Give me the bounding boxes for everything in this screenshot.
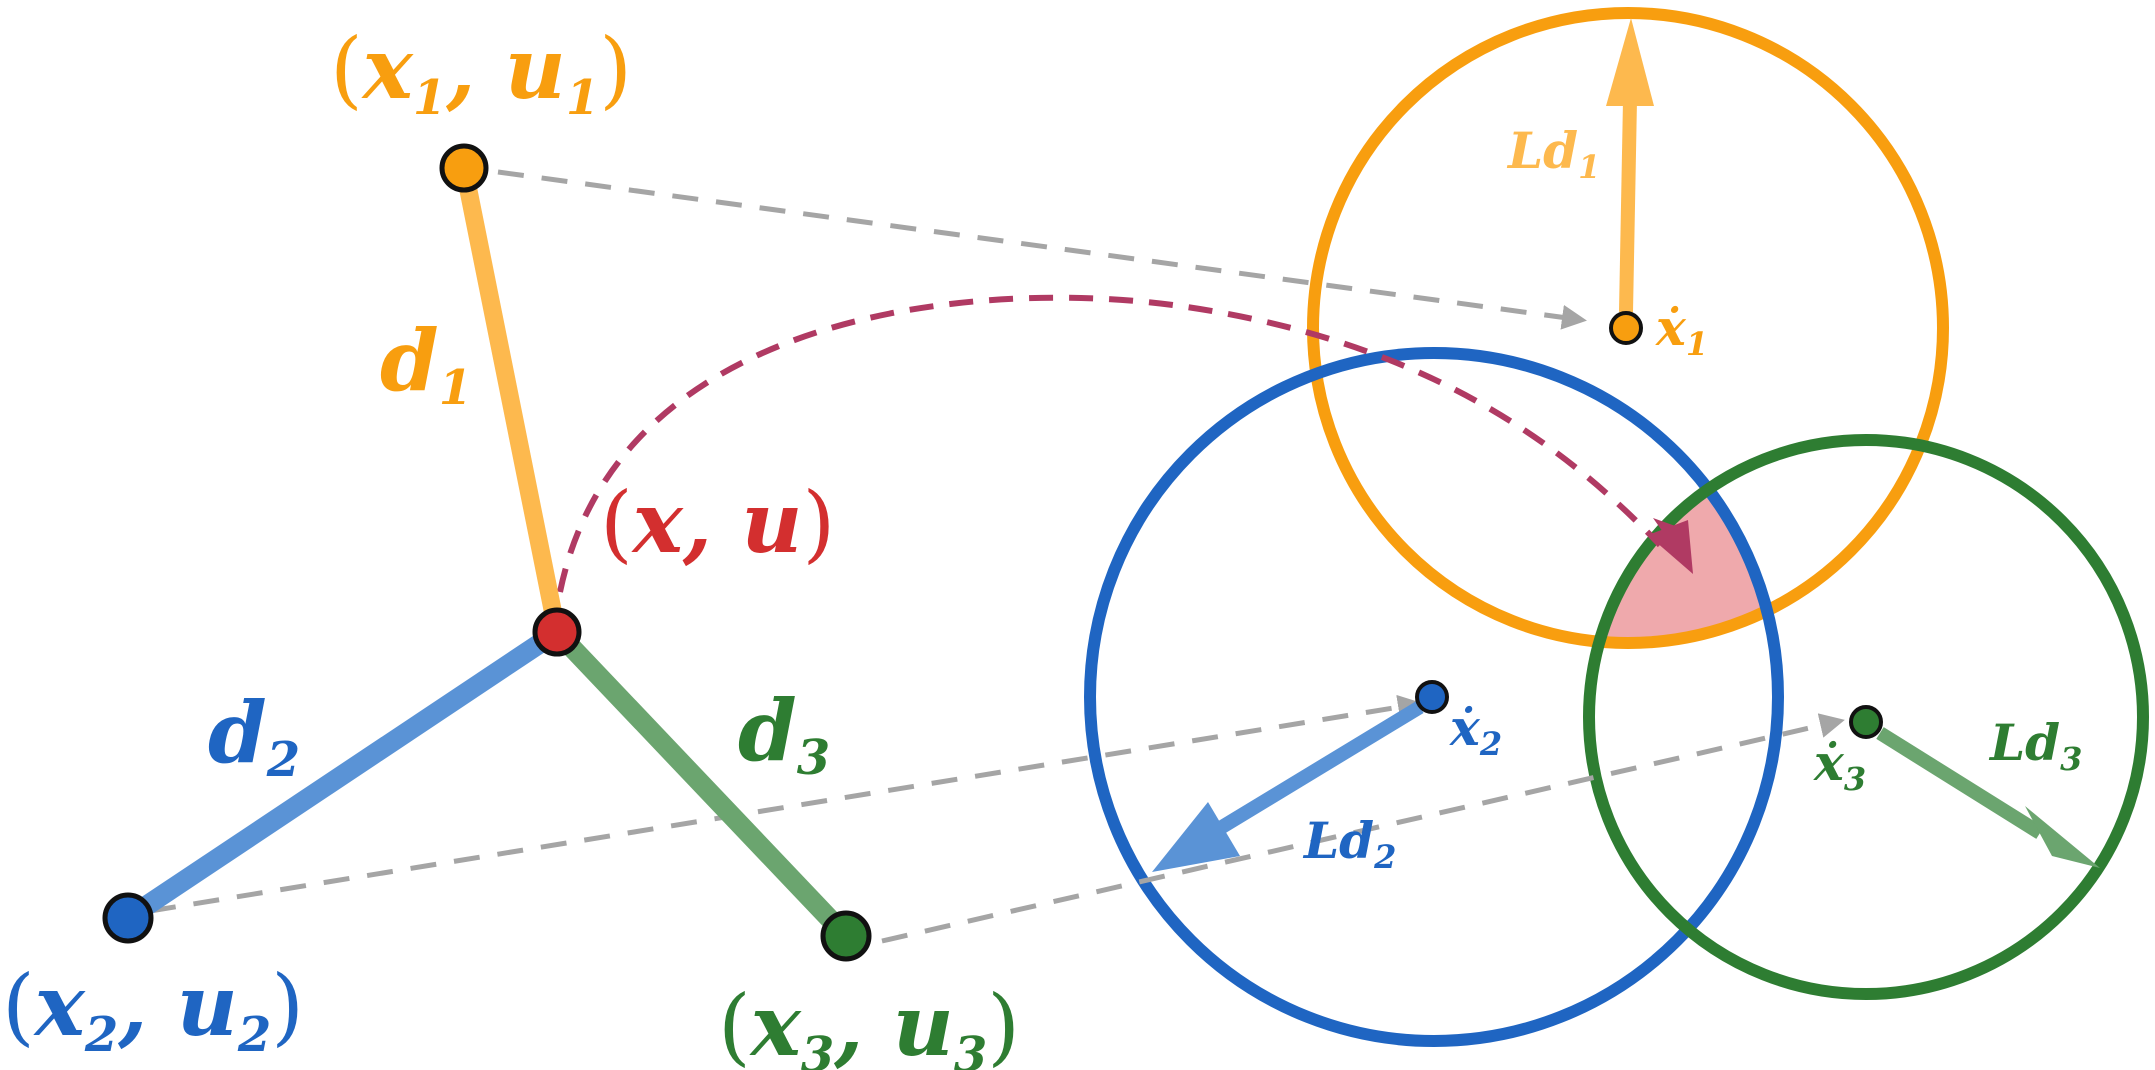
map-arrow-1 bbox=[497, 169, 1587, 330]
center-xdot2 bbox=[1415, 680, 1449, 714]
point-x3-u3 bbox=[820, 910, 872, 962]
intersection-region bbox=[1589, 440, 1778, 643]
label-xdot3: ẋ3 bbox=[1813, 733, 1866, 798]
label-xdot2: ẋ2 bbox=[1449, 698, 1502, 763]
arrow-Ld3 bbox=[1876, 727, 2100, 868]
curved-arrow-head-tip bbox=[1648, 520, 1693, 574]
arrow-Ld2 bbox=[1152, 701, 1424, 872]
center-xdot3 bbox=[1849, 705, 1883, 739]
label-d2: d2 bbox=[208, 683, 300, 788]
segment-d3 bbox=[549, 625, 854, 943]
arrow-Ld1 bbox=[1606, 18, 1654, 313]
point-x2-u2 bbox=[102, 892, 154, 944]
intersection-fill bbox=[1589, 440, 1778, 643]
segment-d1 bbox=[455, 166, 566, 634]
label-x1-u1: (x1, u1) bbox=[330, 19, 632, 126]
map-arrow-3 bbox=[881, 713, 1845, 944]
ball-1-orange bbox=[1307, 7, 1949, 649]
label-x3-u3: (x3, u3) bbox=[718, 976, 1020, 1070]
ball-2-blue bbox=[1084, 347, 1784, 1047]
label-d3: d3 bbox=[738, 681, 830, 786]
label-x2-u2: (x2, u2) bbox=[2, 956, 304, 1063]
point-x-u bbox=[532, 607, 582, 657]
label-Ld3: Ld3 bbox=[1988, 713, 2082, 778]
curved-mapping-arrow bbox=[557, 294, 1663, 593]
ball-3-green bbox=[1583, 434, 2149, 1000]
label-Ld1: Ld1 bbox=[1506, 121, 1600, 186]
label-Ld2: Ld2 bbox=[1302, 811, 1396, 876]
segment-d2 bbox=[122, 623, 563, 927]
mapping-arrows bbox=[149, 169, 1845, 944]
map-arrow-2 bbox=[149, 694, 1423, 914]
center-xdot1 bbox=[1609, 311, 1643, 345]
label-x-u: (x, u) bbox=[600, 473, 835, 572]
label-xdot1: ẋ1 bbox=[1655, 298, 1708, 363]
point-x1-u1 bbox=[439, 143, 489, 193]
label-d1: d1 bbox=[380, 311, 472, 416]
